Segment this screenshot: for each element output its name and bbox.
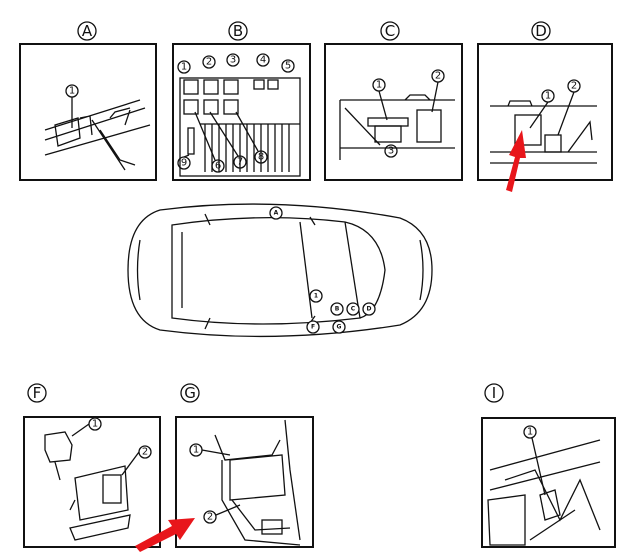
callout-3: 3 — [230, 55, 236, 66]
callout-1: 1 — [181, 62, 187, 73]
callout-2: 2 — [206, 57, 212, 68]
panel-c: C 1 2 3 — [324, 21, 463, 181]
callout-1: 1 — [545, 91, 551, 102]
callout-7: 7 — [237, 157, 243, 168]
panel-a: A 1 — [19, 21, 157, 181]
panel-g: G 1 2 — [175, 383, 314, 548]
callout-2: 2 — [207, 512, 213, 523]
panel-a-label: A — [82, 22, 93, 40]
car-marker-b: B — [335, 306, 340, 313]
panel-f: F 1 2 — [23, 383, 161, 548]
callout-1: 1 — [69, 86, 75, 97]
car-marker-1: 1 — [314, 293, 318, 300]
panel-f-label: F — [33, 384, 42, 402]
callout-3: 3 — [388, 146, 394, 157]
callout-2: 2 — [435, 71, 441, 82]
panel-b-label: B — [233, 22, 243, 40]
callout-6: 6 — [215, 161, 221, 172]
panel-g-label: G — [184, 384, 196, 402]
panel-d-label: D — [535, 22, 547, 40]
panel-b: B 1 2 3 4 5 6 7 8 9 — [172, 21, 311, 181]
callout-2: 2 — [142, 447, 148, 458]
panel-i: I 1 — [481, 383, 616, 548]
panel-i-label: I — [492, 384, 496, 402]
callout-9: 9 — [181, 158, 187, 169]
callout-2: 2 — [571, 81, 577, 92]
callout-1: 1 — [527, 427, 533, 438]
car-marker-a: A — [274, 210, 279, 217]
panel-d: D 1 2 — [477, 21, 613, 181]
red-arrow-panel-d — [506, 130, 526, 192]
callout-1: 1 — [193, 445, 199, 456]
car-top-view: A 1 B C D F G — [127, 203, 433, 338]
callout-1: 1 — [376, 80, 382, 91]
car-marker-g: G — [337, 324, 342, 331]
car-marker-f: F — [311, 324, 315, 331]
callout-8: 8 — [258, 152, 264, 163]
panel-c-label: C — [385, 22, 395, 40]
red-arrow-panel-g — [135, 518, 195, 552]
car-marker-d: D — [367, 306, 372, 313]
car-marker-c: C — [351, 306, 356, 313]
callout-5: 5 — [285, 61, 291, 72]
callout-1: 1 — [92, 419, 98, 430]
callout-4: 4 — [260, 55, 266, 66]
